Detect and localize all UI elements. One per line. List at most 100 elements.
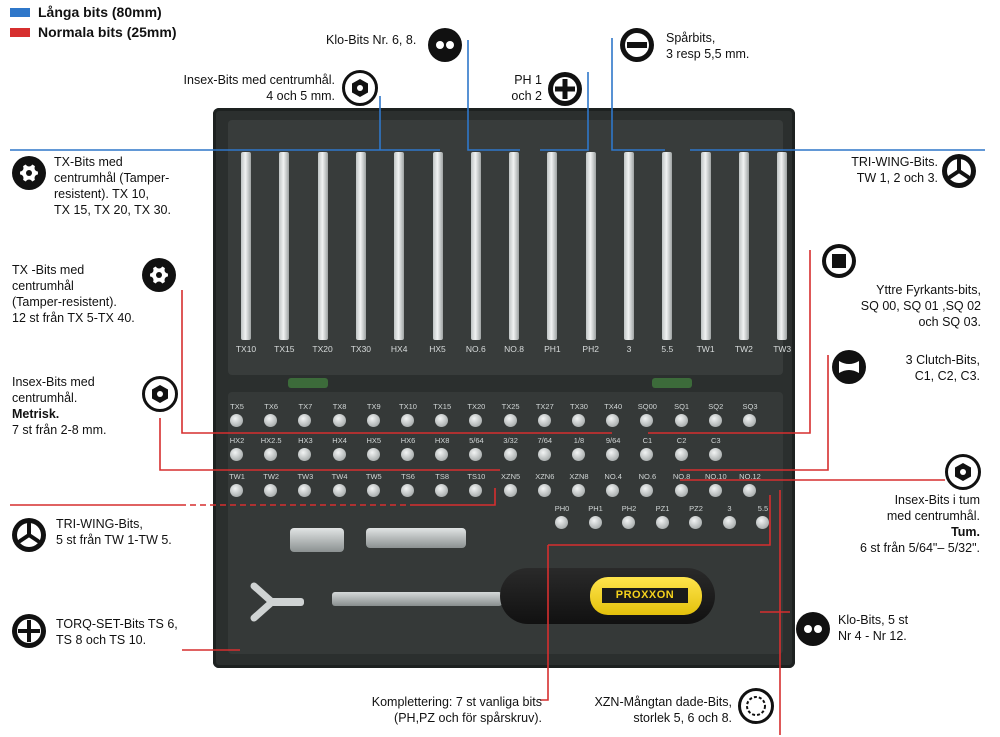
short-bit-label: PH1 bbox=[588, 504, 603, 513]
long-bit bbox=[355, 152, 366, 340]
callout-klo-top: Klo-Bits Nr. 6, 8. bbox=[326, 32, 416, 48]
short-bit-label: TX7 bbox=[298, 402, 313, 411]
long-bit-label: TW3 bbox=[773, 344, 792, 354]
callout-line: 3 resp 5,5 mm. bbox=[666, 47, 750, 61]
callout-insex-top: Insex-Bits med centrumhål. 4 och 5 mm. bbox=[170, 72, 335, 104]
short-bit-label: NO.6 bbox=[638, 472, 657, 481]
callout-line: TORQ-SET-Bits TS 6, bbox=[56, 617, 178, 631]
short-bit-label: SQ3 bbox=[742, 402, 758, 411]
short-bit-label: PZ1 bbox=[655, 504, 670, 513]
callout-bold: Tum. bbox=[951, 525, 980, 539]
short-bit-label: SQ00 bbox=[637, 402, 657, 411]
short-bit-label: XZN8 bbox=[569, 472, 589, 481]
callout-line: 3 Clutch-Bits, bbox=[905, 353, 980, 367]
short-bit-label: 7/64 bbox=[537, 436, 553, 445]
torq-set-icon bbox=[12, 614, 46, 648]
callout-triwing-small: TRI-WING-Bits,5 st från TW 1-TW 5. bbox=[56, 516, 172, 548]
short-bit-label: PH2 bbox=[621, 504, 637, 513]
short-bit bbox=[401, 484, 414, 497]
short-bit-label: 5/64 bbox=[469, 436, 484, 445]
short-bit bbox=[708, 414, 722, 427]
short-bit bbox=[743, 484, 756, 497]
claw-two-dot-icon bbox=[428, 28, 462, 62]
short-bit bbox=[298, 484, 312, 497]
short-bit-label: TX15 bbox=[433, 402, 452, 411]
long-bit bbox=[624, 152, 634, 340]
short-bit-label: NO.8 bbox=[672, 472, 691, 481]
callout-line: Insex-Bits med centrumhål. bbox=[183, 73, 335, 87]
short-bit bbox=[588, 516, 602, 529]
long-bit-label: PH2 bbox=[582, 344, 599, 354]
callout-line: 4 och 5 mm. bbox=[266, 89, 335, 103]
short-bit bbox=[401, 448, 414, 461]
callout-line: Klo-Bits Nr. 6, 8. bbox=[326, 33, 417, 47]
hex-metric-icon bbox=[142, 376, 178, 412]
claw-small-icon bbox=[796, 612, 830, 646]
short-bit bbox=[230, 414, 243, 427]
short-bit-label: 3 bbox=[727, 504, 732, 513]
short-bit bbox=[572, 414, 585, 427]
short-bit-label: TX40 bbox=[604, 402, 623, 411]
callout-xzn: XZN-Mångtan dade-Bits,storlek 5, 6 och 8… bbox=[580, 694, 732, 726]
short-bit bbox=[655, 516, 669, 529]
short-bit bbox=[606, 484, 620, 497]
legend-normal-text: Normala bits (25mm) bbox=[38, 24, 177, 40]
short-bit-label: SQ2 bbox=[708, 402, 724, 411]
short-bit-label: TX8 bbox=[332, 402, 347, 411]
short-bit bbox=[366, 414, 380, 427]
callout-line: Yttre Fyrkants-bits, bbox=[876, 283, 981, 297]
long-bit bbox=[241, 152, 251, 340]
callout-line: 12 st från TX 5-TX 40. bbox=[12, 311, 135, 325]
short-bit bbox=[674, 414, 688, 427]
short-bit-label: NO.4 bbox=[604, 472, 622, 481]
short-bit-label: TX30 bbox=[570, 402, 588, 411]
short-bit bbox=[640, 484, 654, 497]
callout-line: centrumhål (Tamper- bbox=[54, 171, 170, 185]
phillips-icon bbox=[548, 72, 582, 106]
short-bit bbox=[606, 448, 620, 461]
hinge-left bbox=[288, 378, 328, 388]
callout-line: resistent). TX 10, bbox=[54, 187, 149, 201]
short-bit-label: C1 bbox=[642, 436, 653, 445]
short-bit bbox=[722, 516, 736, 529]
long-bit bbox=[279, 152, 290, 340]
short-bit bbox=[708, 448, 722, 461]
screwdriver-shaft bbox=[332, 592, 502, 606]
hex-socket-icon bbox=[342, 70, 378, 106]
short-bit-label: TW4 bbox=[331, 472, 348, 481]
callout-line: och 2 bbox=[511, 89, 542, 103]
tri-wing-icon bbox=[942, 154, 976, 188]
short-bit-label: HX2 bbox=[229, 436, 245, 445]
callout-line: C1, C2, C3. bbox=[914, 369, 980, 383]
long-bit-label: 3 bbox=[626, 344, 632, 354]
callout-line: SQ 00, SQ 01 ,SQ 02 bbox=[860, 299, 981, 313]
short-bit bbox=[689, 516, 702, 529]
short-bit bbox=[537, 414, 551, 427]
slot-icon bbox=[620, 28, 654, 62]
callout-line: Klo-Bits, 5 st bbox=[838, 613, 909, 627]
long-bit-label: TX10 bbox=[235, 344, 257, 354]
short-bit bbox=[264, 484, 278, 497]
long-bit bbox=[585, 152, 596, 340]
long-bit-label: HX4 bbox=[390, 344, 408, 354]
short-bit bbox=[555, 516, 568, 529]
long-bit-label: TW2 bbox=[734, 344, 753, 354]
short-bit bbox=[366, 448, 380, 461]
short-bit-label: HX8 bbox=[434, 436, 450, 445]
short-bit-label: TX20 bbox=[467, 402, 486, 411]
blue-swatch bbox=[10, 7, 30, 17]
short-bit bbox=[230, 484, 243, 497]
short-bit-label: TX27 bbox=[535, 402, 554, 411]
short-bit bbox=[708, 484, 722, 497]
short-bit-label: C3 bbox=[711, 436, 721, 445]
long-bit-label: PH1 bbox=[544, 344, 561, 354]
short-bit-label: C2 bbox=[676, 436, 687, 445]
short-bit-label: TX6 bbox=[264, 402, 279, 411]
short-bit-label: HX4 bbox=[332, 436, 347, 445]
long-bit bbox=[470, 152, 481, 340]
callout-line: och SQ 03. bbox=[918, 315, 981, 329]
